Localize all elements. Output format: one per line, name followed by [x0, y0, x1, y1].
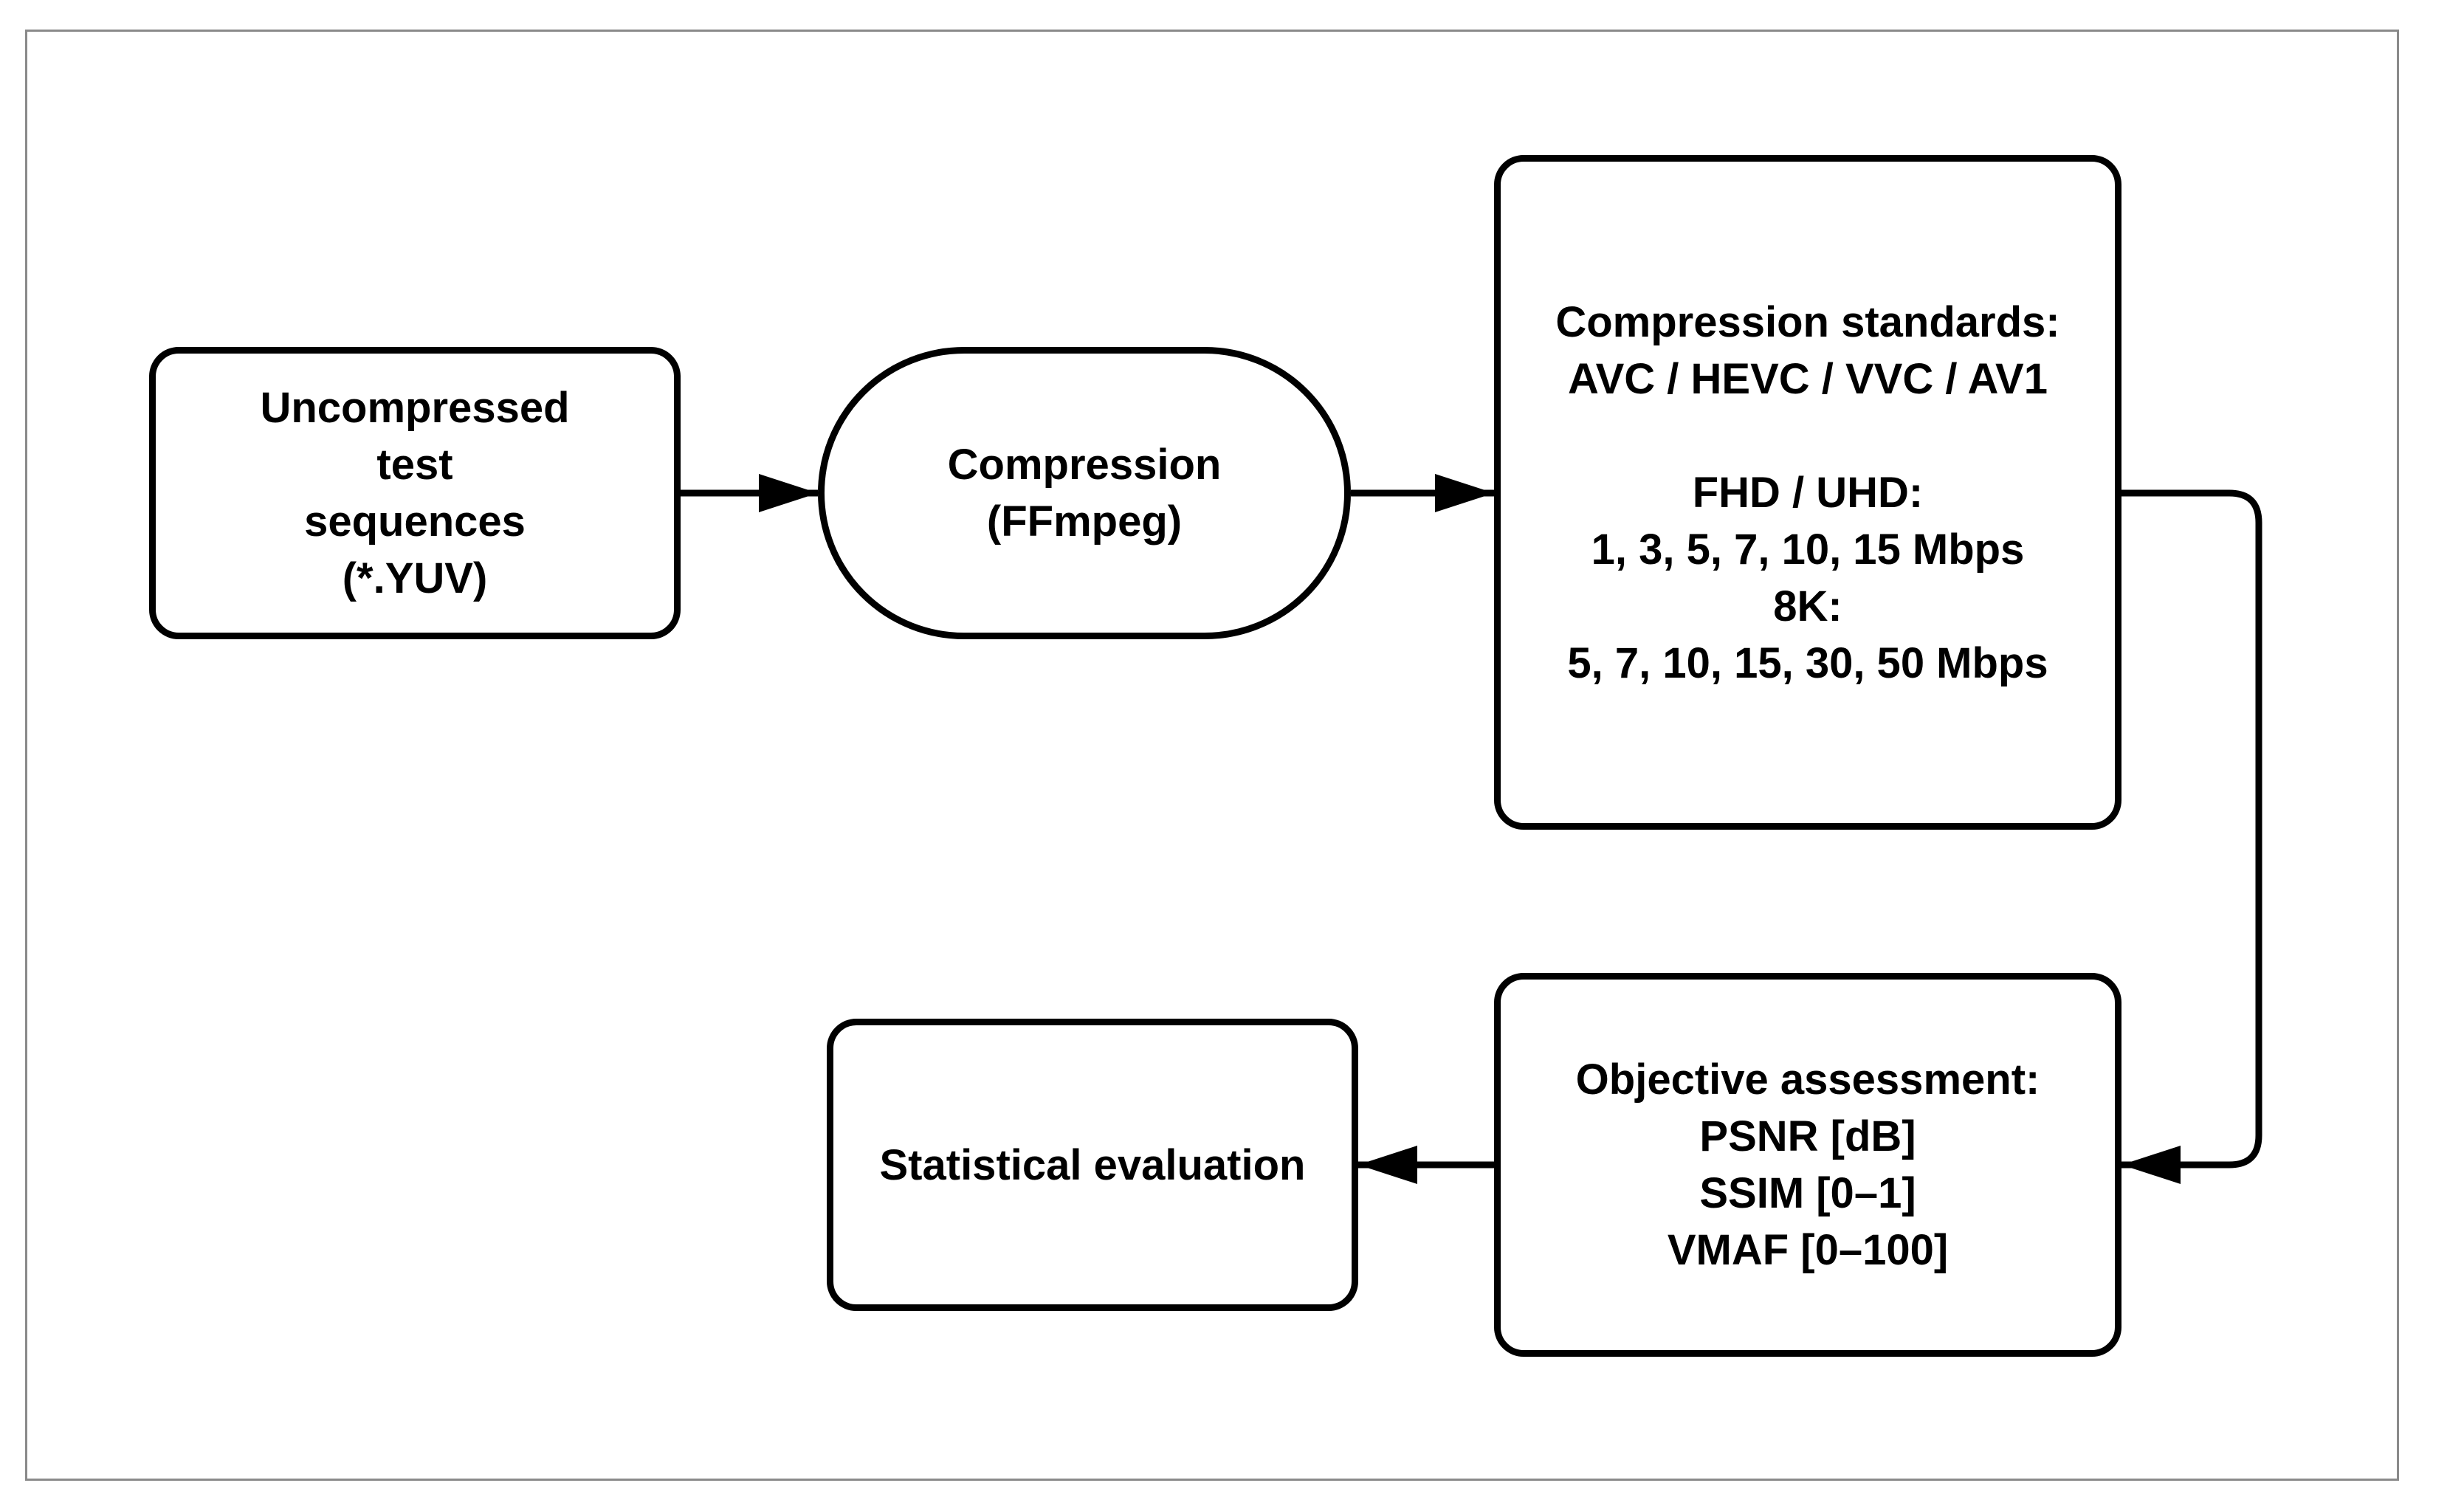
uncompressed-sequences-node: Uncompressed test sequences (*.YUV): [149, 347, 681, 639]
eightk-rates: 5, 7, 10, 15, 30, 50 Mbps: [1567, 639, 2048, 687]
fhd-uhd-rates: 1, 3, 5, 7, 10, 15 Mbps: [1591, 525, 2025, 574]
statistical-evaluation-node: Statistical evaluation: [827, 1019, 1358, 1311]
node-text-line: Uncompressed: [260, 384, 570, 432]
node-text-line: (FFmpeg): [986, 498, 1183, 546]
objective-assessment-node: Objective assessment: PSNR [dB] SSIM [0–…: [1494, 973, 2121, 1357]
node-text-line: Objective assessment:: [1575, 1056, 2040, 1104]
node-text-line: Statistical evaluation: [879, 1140, 1306, 1189]
edge-standards-to-objective: [2121, 489, 2262, 1184]
eightk-label: 8K:: [1773, 582, 1842, 630]
standards-title-line: Compression standards:: [1555, 297, 2060, 346]
node-text-line: Compression: [947, 441, 1222, 489]
compression-node: Compression (FFmpeg): [818, 347, 1351, 639]
compression-standards-node: Compression standards: AVC / HEVC / VVC …: [1494, 155, 2121, 830]
diagram-frame: [25, 30, 2399, 1481]
node-text-line: test: [376, 441, 453, 489]
node-text-line: VMAF [0–100]: [1667, 1226, 1949, 1274]
node-text-line: PSNR [dB]: [1699, 1112, 1916, 1160]
node-text-line: sequences: [304, 498, 526, 546]
standards-title-line: AVC / HEVC / VVC / AV1: [1568, 354, 2048, 403]
node-text-line: (*.YUV): [342, 554, 488, 602]
node-text-line: SSIM [0–1]: [1699, 1169, 1916, 1217]
fhd-uhd-label: FHD / UHD:: [1692, 468, 1924, 517]
